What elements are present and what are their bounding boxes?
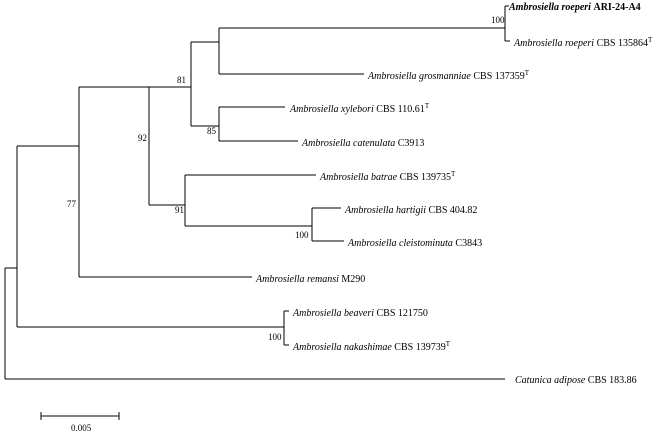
scale-bar-label: 0.005 bbox=[71, 423, 92, 433]
bootstrap-value: 100 bbox=[268, 332, 282, 342]
taxon-label: Catunica adipose CBS 183.86 bbox=[515, 375, 637, 386]
taxon-label: Ambrosiella remansi M290 bbox=[255, 274, 365, 285]
taxon-label: Ambrosiella roeperi ARI-24-A4 bbox=[508, 2, 641, 13]
bootstrap-value: 91 bbox=[175, 205, 184, 215]
bootstrap-value: 92 bbox=[138, 133, 147, 143]
bootstrap-value: 77 bbox=[67, 199, 77, 209]
bootstrap-value: 100 bbox=[491, 15, 505, 25]
taxon-label: Ambrosiella nakashimae CBS 139739T bbox=[292, 340, 451, 353]
taxon-label: Ambrosiella hartigii CBS 404.82 bbox=[344, 205, 477, 216]
taxon-label: Ambrosiella batrae CBS 139735T bbox=[319, 170, 456, 183]
tree-branches bbox=[4, 5, 510, 380]
scale-bar: 0.005 bbox=[40, 412, 120, 433]
taxon-label: Ambrosiella cleistominuta C3843 bbox=[347, 238, 482, 249]
taxon-label: Ambrosiella catenulata C3913 bbox=[301, 138, 424, 149]
bootstrap-value: 100 bbox=[295, 230, 309, 240]
taxon-label: Ambrosiella beaveri CBS 121750 bbox=[292, 308, 428, 319]
bootstrap-value: 85 bbox=[207, 126, 217, 136]
bootstrap-value: 81 bbox=[177, 75, 186, 85]
taxon-label: Ambrosiella grosmanniae CBS 137359T bbox=[367, 69, 530, 82]
taxon-label: Ambrosiella roeperi CBS 135864T bbox=[513, 36, 653, 49]
taxon-label: Ambrosiella xylebori CBS 110.61T bbox=[289, 102, 430, 115]
